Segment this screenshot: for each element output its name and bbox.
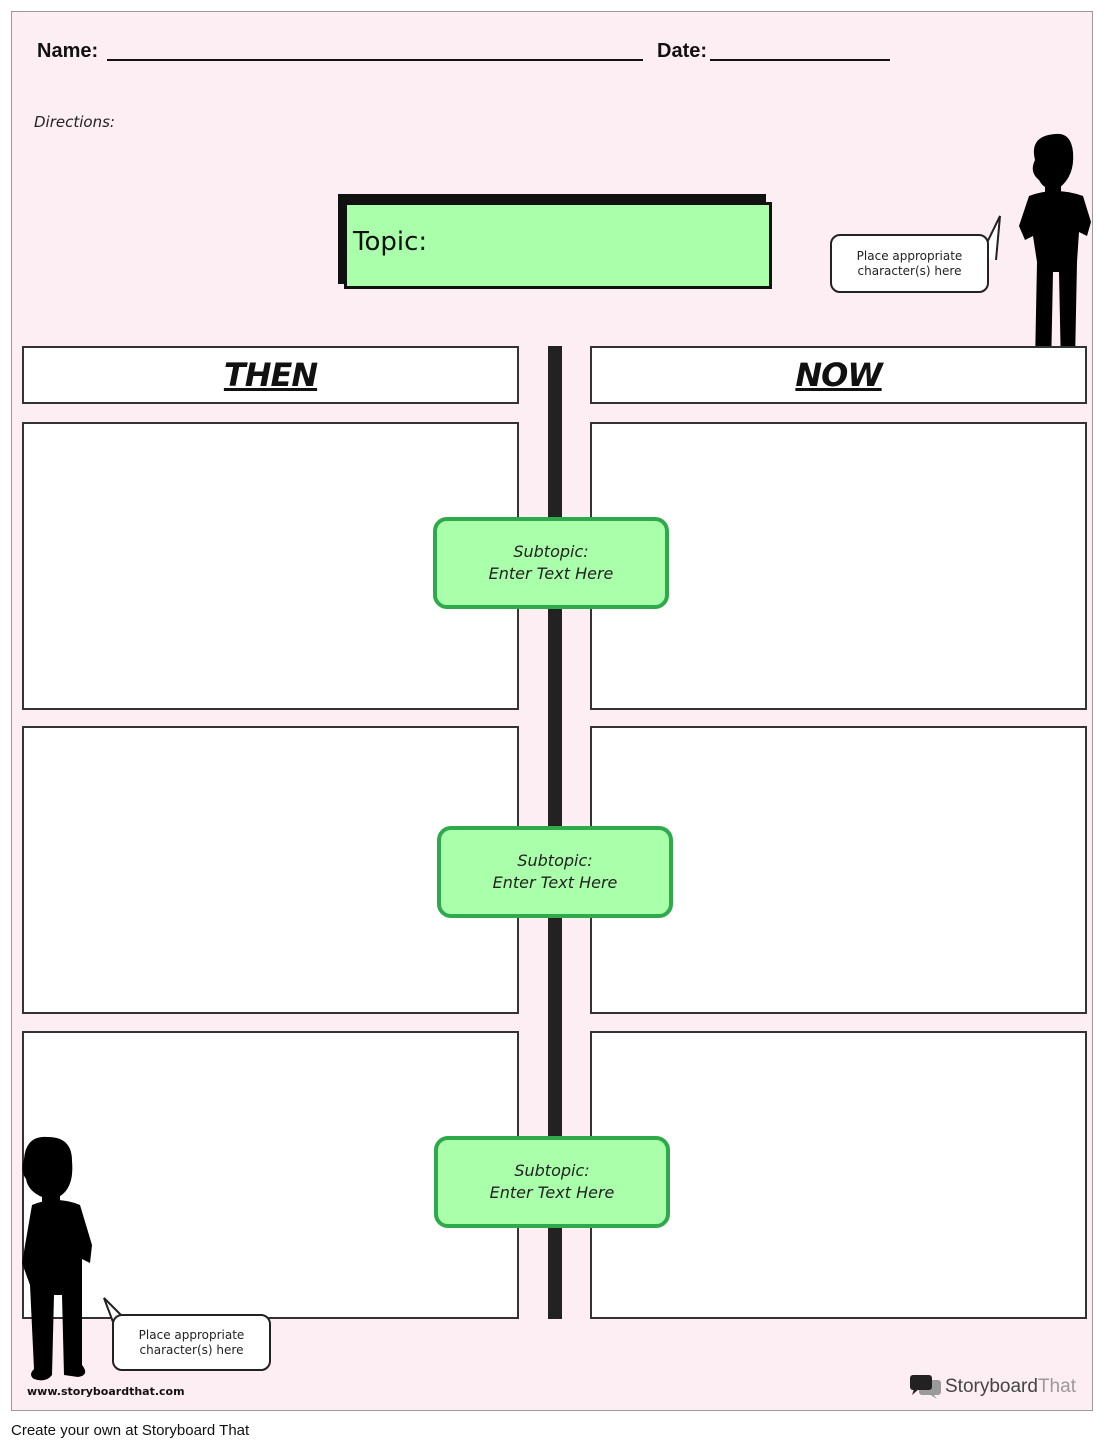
then-panel-2[interactable]	[22, 726, 519, 1014]
topic-box[interactable]: Topic:	[344, 202, 772, 289]
brand-storyboard-text: Storyboard	[945, 1376, 1038, 1397]
subtopic-2-text: Enter Text Here	[492, 873, 618, 892]
subtopic-2-title: Subtopic:	[517, 851, 593, 870]
then-label: THEN	[223, 356, 318, 394]
then-header: THEN	[22, 346, 519, 404]
speech-bubble-line1: Place appropriate	[138, 1327, 245, 1342]
now-header: NOW	[590, 346, 1087, 404]
subtopic-box-1[interactable]: Subtopic: Enter Text Here	[433, 517, 669, 609]
now-label: NOW	[795, 356, 882, 394]
date-label: Date:	[657, 40, 708, 62]
subtopic-1-text: Enter Text Here	[488, 564, 614, 583]
subtopic-1-title: Subtopic:	[513, 542, 589, 561]
character-silhouette	[1019, 133, 1091, 374]
brand-logo[interactable]: StoryboardThat	[909, 1374, 1076, 1400]
subtopic-3-title: Subtopic:	[514, 1161, 590, 1180]
brand-that-text: That	[1037, 1376, 1076, 1397]
now-panel-1[interactable]	[590, 422, 1087, 710]
date-line[interactable]	[710, 59, 890, 61]
now-panel-3[interactable]	[590, 1031, 1087, 1319]
site-watermark: www.storyboardthat.com	[27, 1385, 185, 1398]
subtopic-3-text: Enter Text Here	[489, 1183, 615, 1202]
name-line[interactable]	[107, 59, 643, 61]
speech-bubble[interactable]: Place appropriate character(s) here	[112, 1314, 271, 1371]
speech-bubble-line1: Place appropriate	[856, 248, 963, 263]
speech-bubble[interactable]: Place appropriate character(s) here	[830, 234, 989, 293]
name-label: Name:	[37, 40, 99, 62]
subtopic-box-2[interactable]: Subtopic: Enter Text Here	[437, 826, 673, 918]
storyboard-logo-icon	[910, 1375, 941, 1399]
topic-label: Topic:	[353, 227, 428, 257]
directions-label: Directions:	[34, 113, 115, 131]
character-silhouette	[22, 1136, 92, 1381]
subtopic-box-3[interactable]: Subtopic: Enter Text Here	[434, 1136, 670, 1228]
speech-bubble-line2: character(s) here	[857, 263, 962, 278]
worksheet: Name: Date: Directions: Topic: Place app…	[11, 11, 1093, 1411]
speech-bubble-line2: character(s) here	[139, 1342, 244, 1357]
footer-link[interactable]: Create your own at Storyboard That	[11, 1422, 250, 1439]
